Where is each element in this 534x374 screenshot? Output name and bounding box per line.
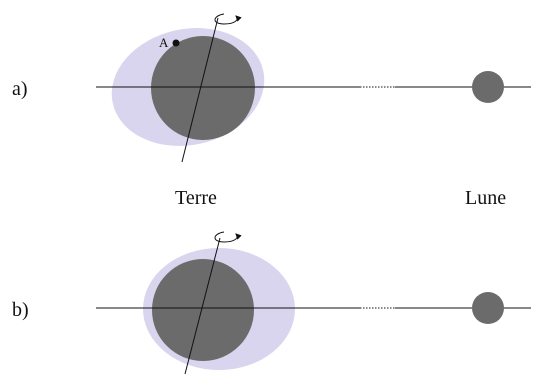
panel-a-label: a) bbox=[12, 78, 28, 100]
moon-label: Lune bbox=[465, 187, 506, 209]
rotation-arrow-icon bbox=[214, 13, 242, 25]
panel-b: b) bbox=[12, 231, 531, 374]
point-a-marker bbox=[172, 39, 180, 47]
rotation-axis-b bbox=[184, 237, 221, 374]
point-a-label: A bbox=[159, 35, 169, 50]
moon-b bbox=[472, 292, 504, 324]
panel-a: a) A bbox=[12, 13, 531, 163]
earth-a bbox=[151, 36, 255, 140]
rotation-arrow-icon bbox=[214, 231, 242, 243]
earth-label: Terre bbox=[175, 187, 217, 209]
moon-a bbox=[472, 71, 504, 103]
rotation-axis-a bbox=[181, 17, 219, 163]
panel-b-label: b) bbox=[12, 299, 29, 321]
earth-b bbox=[152, 259, 254, 361]
